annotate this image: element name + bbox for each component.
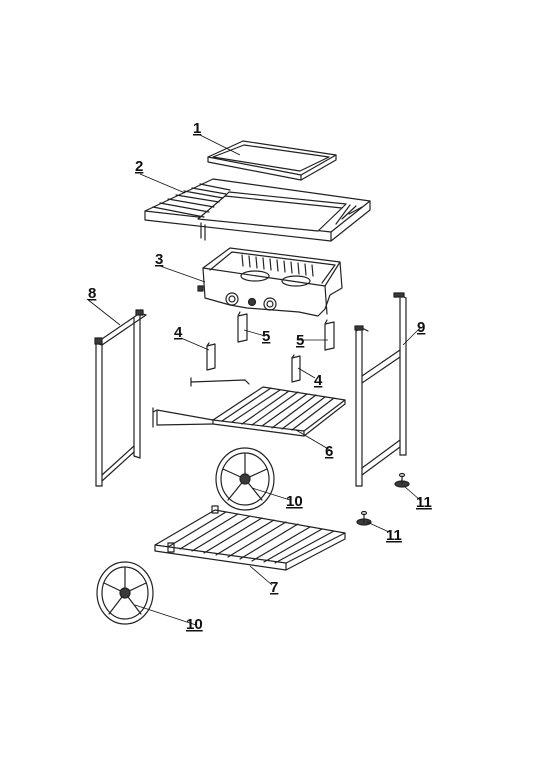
callout-7: 7 <box>270 579 278 596</box>
part-4-bracket-right <box>291 354 301 383</box>
part-4-bracket-left <box>206 342 216 371</box>
part-11-foot-lower <box>356 510 372 526</box>
right-control-knob-icon <box>263 297 277 311</box>
callout-3: 3 <box>155 251 163 268</box>
part-1-drip-tray <box>207 140 337 181</box>
part-6-middle-shelf <box>152 377 346 437</box>
part-3-grill-body <box>197 247 343 317</box>
callout-4-right: 4 <box>314 372 323 389</box>
callout-labels: 1 2 3 4 4 5 5 6 7 8 9 10 10 11 11 <box>88 120 432 633</box>
callout-9: 9 <box>417 319 425 336</box>
callout-2: 2 <box>135 158 143 175</box>
part-8-left-leg-frame <box>94 309 147 487</box>
callout-6: 6 <box>325 443 333 460</box>
part-9-right-leg-frame <box>354 292 407 487</box>
part-10-wheel-lower <box>96 561 154 625</box>
callout-11-lower: 11 <box>386 527 402 544</box>
callout-1: 1 <box>193 120 201 137</box>
part-7-bottom-shelf <box>154 505 346 571</box>
part-10-wheel-upper <box>215 447 275 511</box>
callout-11-upper: 11 <box>416 494 432 511</box>
callout-4-left: 4 <box>174 324 183 341</box>
part-5-bracket-right <box>324 319 335 351</box>
bottom-shelf-slats <box>167 511 335 564</box>
left-control-knob-icon <box>225 292 239 306</box>
part-11-foot-upper <box>394 472 410 488</box>
callout-8: 8 <box>88 285 96 302</box>
callout-5-right: 5 <box>296 332 304 349</box>
callout-5-left: 5 <box>262 328 270 345</box>
top-shelf-slats <box>152 183 363 225</box>
part-5-bracket-left <box>237 311 248 343</box>
grill-vents <box>241 254 314 277</box>
middle-shelf-slats <box>221 387 335 431</box>
part-2-top-shelf <box>144 178 371 242</box>
callout-10-lower: 10 <box>186 616 203 633</box>
callout-10-upper: 10 <box>286 493 303 510</box>
leader-lines <box>86 134 421 626</box>
igniter-button-icon <box>247 297 257 307</box>
